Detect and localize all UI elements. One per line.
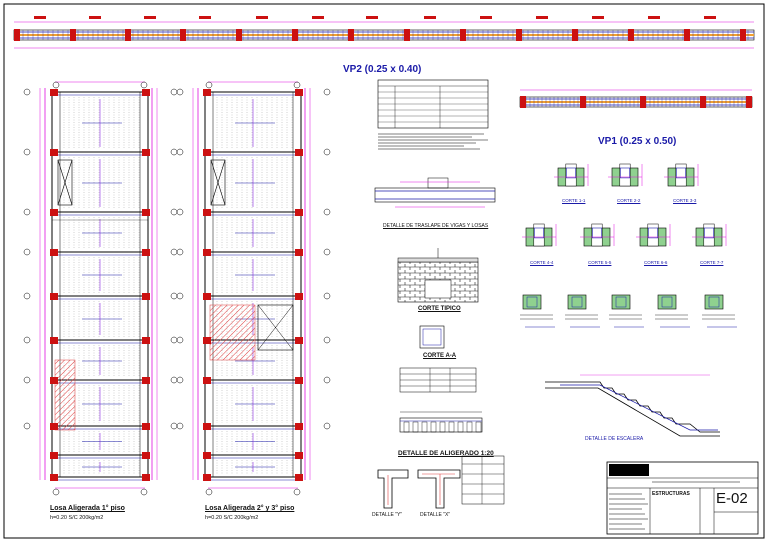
vp2-title: VP2 (0.25 x 0.40) — [343, 64, 422, 75]
detail-x-label: DETALLE "X" — [420, 512, 451, 518]
ribbed-detail-label: DETALLE DE ALIGERADO 1:20 — [398, 450, 494, 457]
beam-vp1-elevation — [519, 89, 753, 108]
sheet-number: E-02 — [716, 490, 748, 507]
detail-y-label: DETALLE "Y" — [372, 512, 403, 518]
section-1-label: CORTE 1-1 — [562, 198, 586, 203]
notes-table — [377, 79, 489, 150]
column-sections — [520, 163, 737, 328]
section-3-label: CORTE 3-3 — [673, 198, 697, 203]
slab-right-subtitle: h=0.20 S/C 200kg/m2 — [205, 515, 259, 521]
vp1-title: VP1 (0.25 x 0.50) — [598, 136, 677, 147]
section-a-a — [419, 325, 445, 349]
title-block — [606, 461, 759, 535]
slab-right-title: Losa Aligerada 2° y 3° piso — [205, 505, 295, 512]
slab-plan-first-floor — [23, 81, 178, 496]
section-2-label: CORTE 2-2 — [617, 198, 641, 203]
slab-left-subtitle: h=0.20 S/C 200kg/m2 — [50, 515, 104, 521]
ribbed-slab-detail — [399, 411, 483, 433]
small-schedule — [461, 455, 505, 505]
section-7-label: CORTE 7-7 — [700, 260, 724, 265]
sheet-border — [3, 3, 765, 539]
beam-vp2-elevation — [13, 16, 755, 49]
typical-wall-section — [397, 248, 479, 303]
discipline-label: ESTRUCTURAS — [652, 491, 690, 497]
section-4-label: CORTE 4-4 — [530, 260, 554, 265]
stair-detail-label: DETALLE DE ESCALERA — [585, 436, 644, 442]
splice-detail — [374, 177, 496, 208]
stair-detail — [545, 374, 720, 437]
section-5-label: CORTE 5-5 — [588, 260, 612, 265]
detail-y — [377, 469, 409, 509]
section-6-label: CORTE 6-6 — [644, 260, 668, 265]
typical-section-label: CORTE TIPICO — [418, 306, 461, 312]
bar-schedule-table — [399, 367, 477, 393]
detail-x — [417, 469, 461, 509]
slab-left-title: Losa Aligerada 1° piso — [50, 505, 125, 512]
section-a-a-label: CORTE A-A — [423, 353, 457, 359]
splice-detail-label: DETALLE DE TRASLAPE DE VIGAS Y LOSAS — [383, 223, 489, 229]
slab-plan-second-third-floor — [176, 81, 331, 496]
